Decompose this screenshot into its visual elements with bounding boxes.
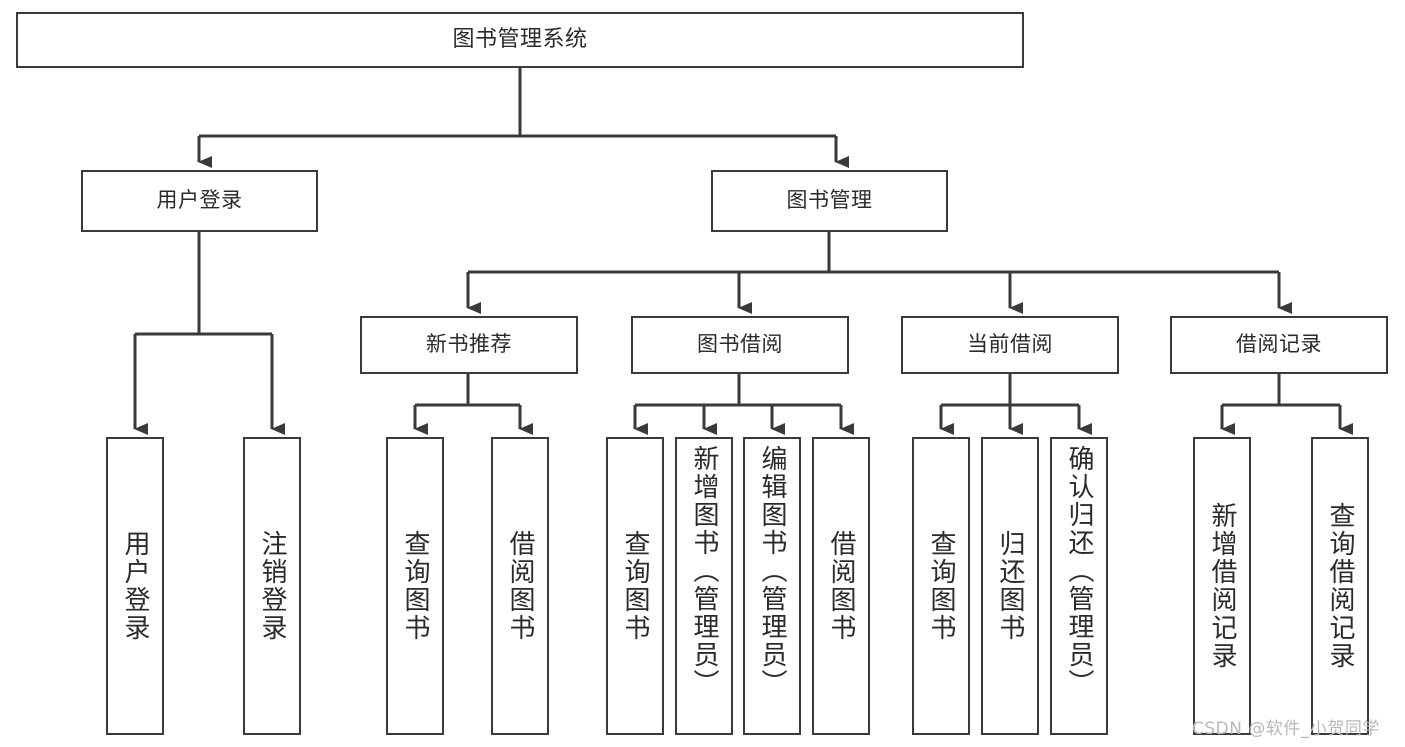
node-borrow-record[interactable]: 借阅记录 (1170, 316, 1388, 374)
node-label: 新增图书（管理员） (689, 445, 719, 697)
node-label: 确认归还（管理员） (1064, 445, 1094, 697)
node-label: 借阅图书 (505, 530, 535, 642)
node-new-book-recommend[interactable]: 新书推荐 (360, 316, 578, 374)
node-user-login[interactable]: 用户登录 (81, 170, 318, 232)
node-label: 编辑图书（管理员） (757, 445, 787, 697)
node-label: 当前借阅 (967, 332, 1053, 357)
leaf-borrow-record-add[interactable]: 新增借阅记录 (1193, 437, 1251, 735)
node-label: 查询图书 (620, 530, 650, 642)
leaf-book-borrow-edit[interactable]: 编辑图书（管理员） (743, 437, 801, 735)
leaf-book-borrow-add[interactable]: 新增图书（管理员） (675, 437, 733, 735)
leaf-new-book-borrow[interactable]: 借阅图书 (491, 437, 549, 735)
leaf-current-borrow-confirm-return[interactable]: 确认归还（管理员） (1050, 437, 1108, 735)
node-label: 用户登录 (120, 530, 150, 642)
node-label: 查询借阅记录 (1325, 502, 1355, 670)
node-book-management-system[interactable]: 图书管理系统 (16, 12, 1024, 68)
node-label: 图书借阅 (697, 332, 783, 357)
node-label: 注销登录 (257, 530, 287, 642)
node-label: 借阅图书 (826, 530, 856, 642)
node-label: 借阅记录 (1236, 332, 1322, 357)
leaf-user-login-logout[interactable]: 注销登录 (243, 437, 301, 735)
node-label: 图书管理系统 (452, 26, 588, 52)
node-label: 新增借阅记录 (1207, 502, 1237, 670)
leaf-user-login-login[interactable]: 用户登录 (106, 437, 164, 735)
leaf-book-borrow-borrow[interactable]: 借阅图书 (812, 437, 870, 735)
node-label: 新书推荐 (426, 332, 512, 357)
leaf-new-book-query[interactable]: 查询图书 (386, 437, 444, 735)
node-label: 查询图书 (926, 530, 956, 642)
node-label: 用户登录 (156, 188, 243, 213)
node-book-management[interactable]: 图书管理 (711, 170, 948, 232)
leaf-borrow-record-query[interactable]: 查询借阅记录 (1311, 437, 1369, 735)
leaf-current-borrow-return[interactable]: 归还图书 (981, 437, 1039, 735)
leaf-book-borrow-query[interactable]: 查询图书 (606, 437, 664, 735)
node-current-borrow[interactable]: 当前借阅 (901, 316, 1119, 374)
node-label: 查询图书 (400, 530, 430, 642)
node-book-borrow[interactable]: 图书借阅 (631, 316, 849, 374)
watermark: CSDN @软件_小贺同学 (1192, 719, 1380, 739)
leaf-current-borrow-query[interactable]: 查询图书 (912, 437, 970, 735)
node-label: 图书管理 (786, 188, 873, 213)
node-label: 归还图书 (995, 530, 1025, 642)
